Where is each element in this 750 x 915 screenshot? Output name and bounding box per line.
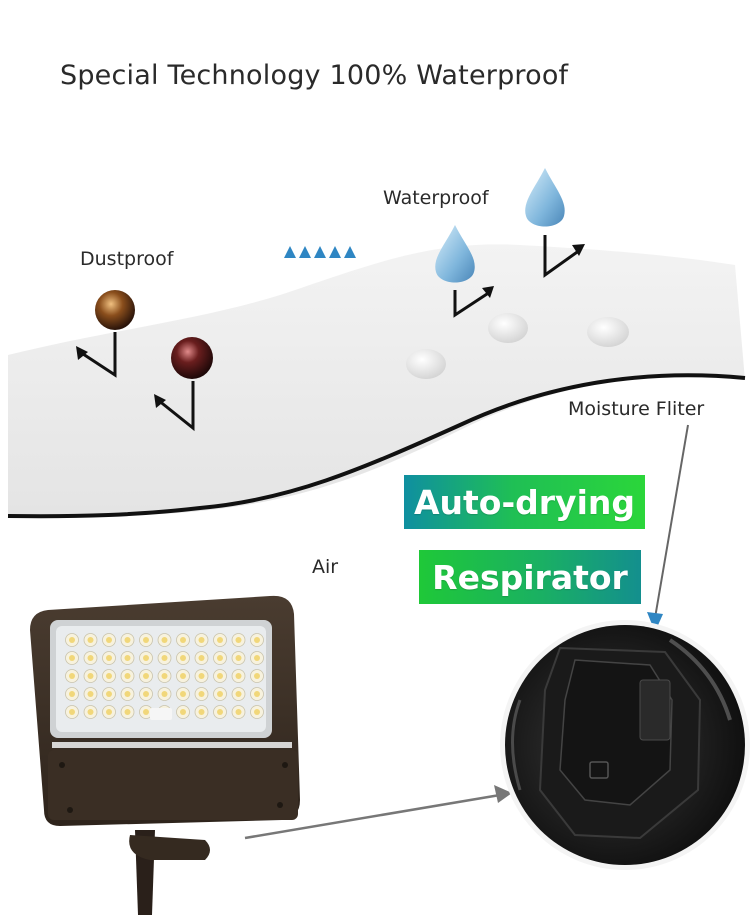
led-core [69,691,75,697]
led-core [254,691,260,697]
dust-particle-1 [76,290,135,378]
led-core [87,637,94,643]
led-core [69,637,75,643]
moisture-filter-label: Moisture Fliter [568,398,705,420]
led-core [161,637,168,643]
led-core [161,655,168,661]
led-core [106,655,112,661]
led-core [87,673,94,679]
led-core [180,673,186,679]
led-core [106,673,112,679]
led-core [143,655,149,661]
water-drop-1 [435,225,494,318]
led-core [87,691,94,697]
led-core [217,637,223,643]
led-core [235,673,242,679]
water-bead [587,317,629,347]
moisture-filter-pointer [647,424,689,632]
led-core [198,691,205,697]
led-core [254,637,260,643]
water-drop-2 [525,168,585,278]
water-bead [488,313,528,343]
led-core [235,709,242,715]
led-core [198,709,205,715]
led-core [124,673,131,679]
led-core [198,655,205,661]
led-core [143,637,149,643]
led-core [69,655,75,661]
waterproof-label: Waterproof [383,187,489,209]
led-core [106,709,112,715]
led-core [143,691,149,697]
led-core [198,637,205,643]
air-arrows-top [288,255,352,405]
fixture-to-filter-arrow [244,785,512,840]
air-arrows-bottom [288,445,352,545]
led-core [217,673,223,679]
light-fixture [30,595,300,915]
led-core [87,655,94,661]
led-core [254,709,260,715]
water-bead [406,349,446,379]
led-core [217,691,223,697]
led-core [124,709,131,715]
page-title: Special Technology 100% Waterproof [60,60,569,91]
led-core [143,709,149,715]
respirator-badge: Respirator [419,550,641,604]
led-core [217,655,223,661]
led-array [65,633,264,719]
led-core [235,655,242,661]
led-core [217,709,223,715]
dustproof-label: Dustproof [80,248,174,270]
respirator-text: Respirator [432,557,628,597]
air-label: Air [312,556,339,578]
led-core [161,691,168,697]
led-core [124,637,131,643]
auto-drying-badge: Auto-drying [404,475,645,529]
led-core [124,691,131,697]
led-core [180,655,186,661]
led-core [106,691,112,697]
led-core [106,637,112,643]
led-core [235,691,242,697]
led-core [69,673,75,679]
membrane-bottom-edge [7,373,746,519]
led-core [87,709,94,715]
led-core [143,673,149,679]
auto-drying-text: Auto-drying [413,482,635,522]
air-arrowheads [284,246,356,258]
led-core [235,637,242,643]
moisture-filter-closeup [500,620,750,870]
dust-particle-2 [154,337,213,432]
led-core [161,673,168,679]
led-core [180,691,186,697]
led-core [254,655,260,661]
led-core [69,709,75,715]
led-core [198,673,205,679]
membrane-sheet [8,244,745,517]
led-core [180,637,186,643]
led-core [124,655,131,661]
led-core [254,673,260,679]
led-core [180,709,186,715]
